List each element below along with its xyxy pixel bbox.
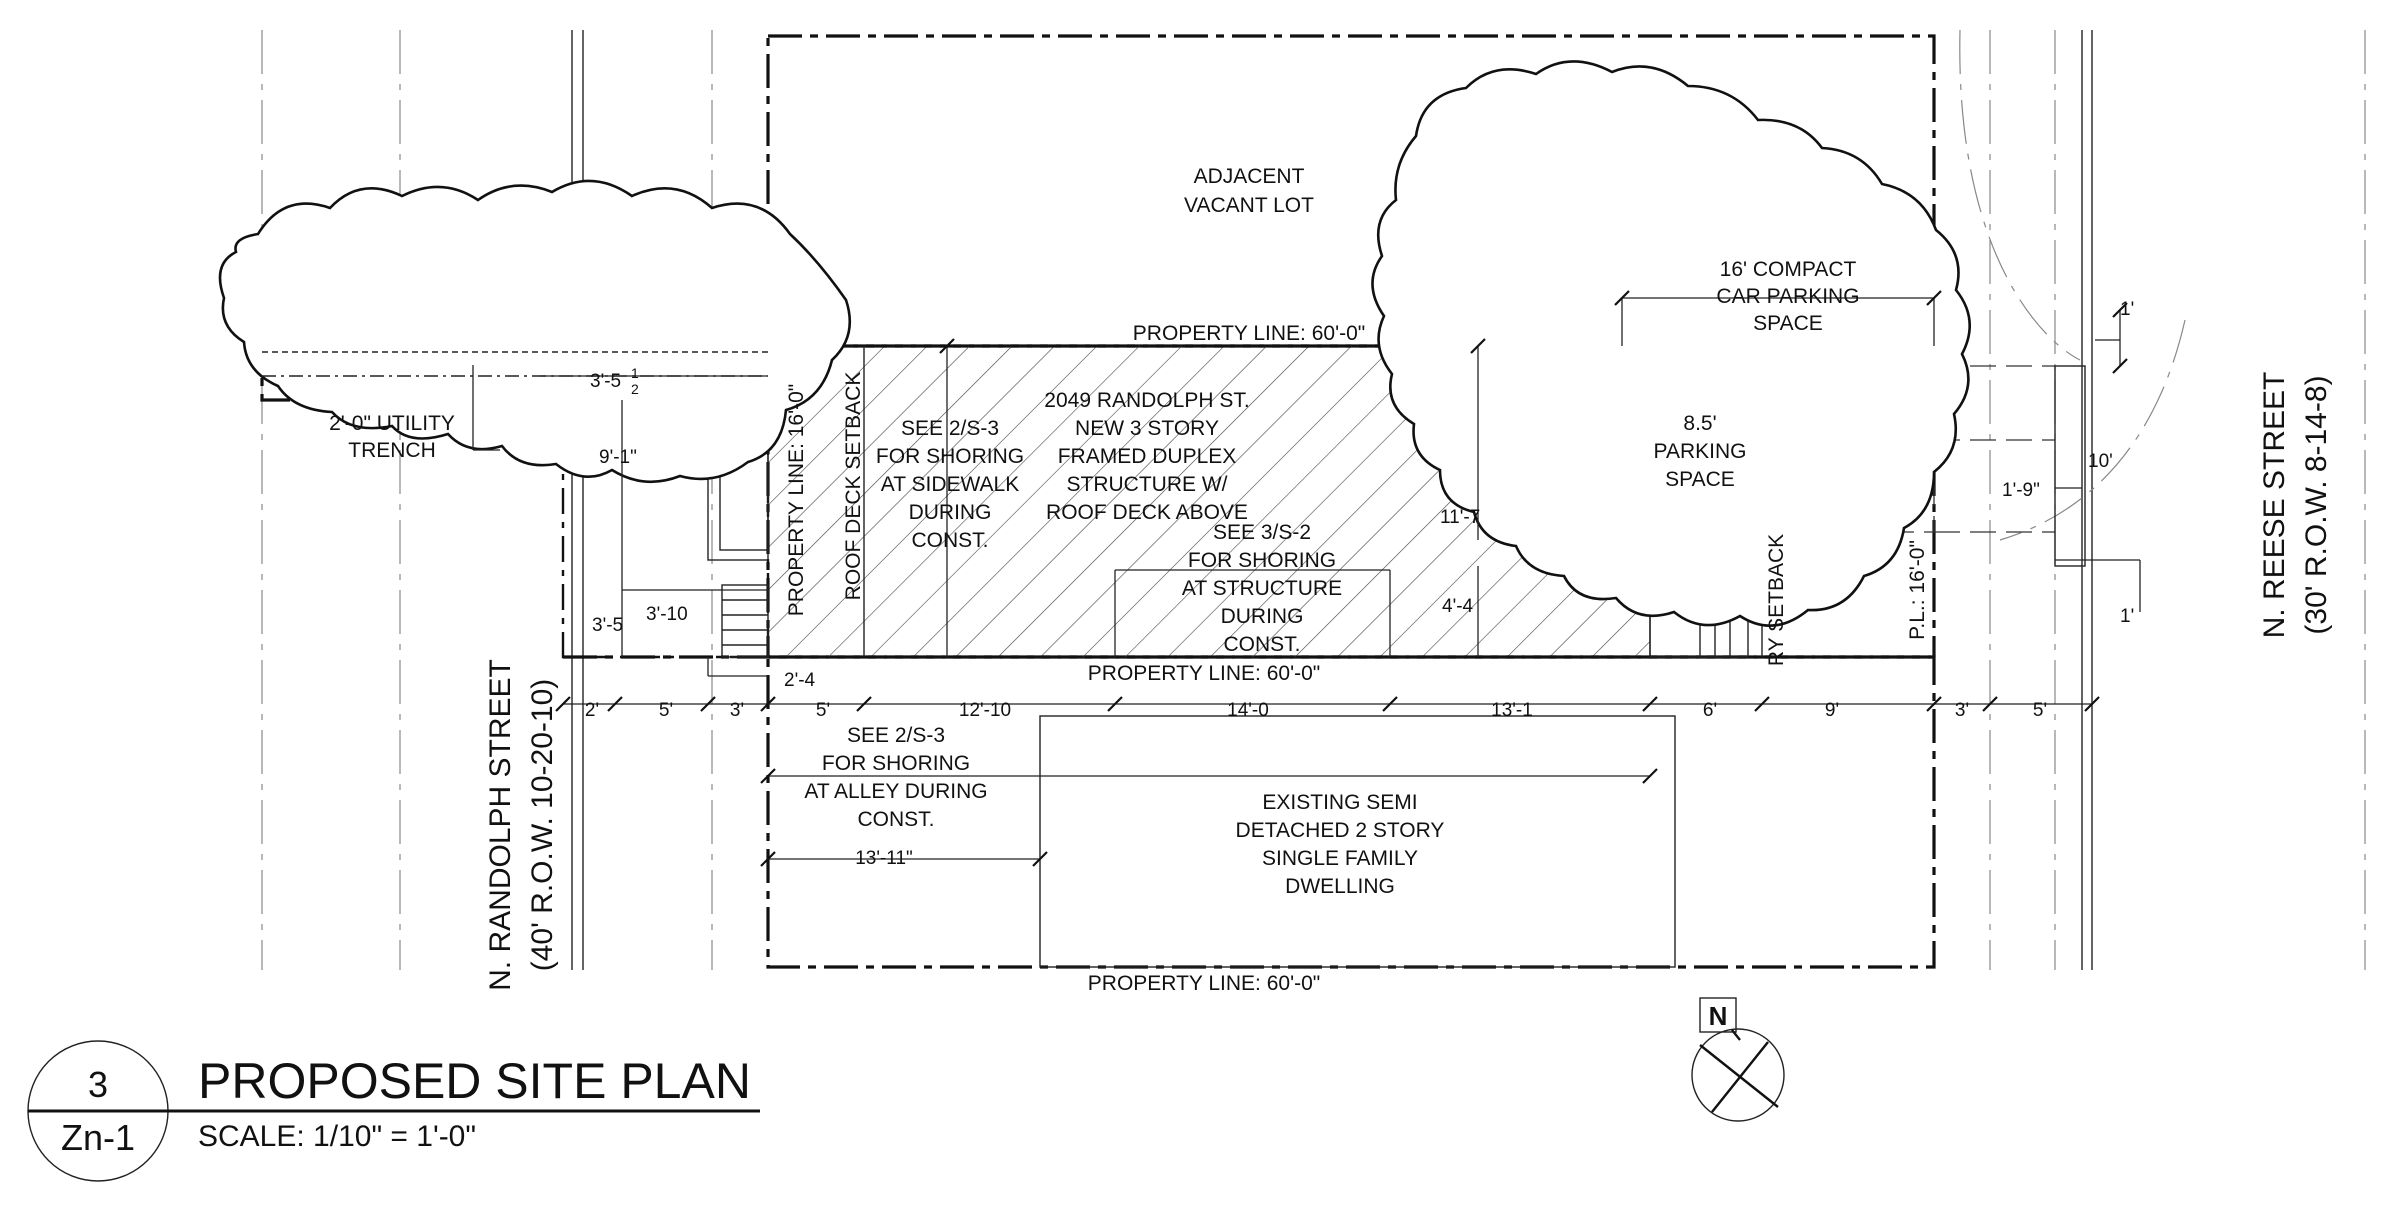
dim-string-3: 3' — [730, 700, 744, 721]
dimension-ticks — [555, 290, 2128, 867]
note-compact-parking-line-1: 16' COMPACT — [1720, 258, 1857, 281]
note-existing-dwelling-line-1: EXISTING SEMI — [1262, 791, 1417, 814]
north-arrow: N — [1691, 997, 1785, 1122]
property-line-middle: PROPERTY LINE: 60'-0" — [1088, 662, 1320, 685]
dim-3-5-half-left: 3'-5 — [592, 615, 623, 636]
title-block: 3 Zn-1 PROPOSED SITE PLAN SCALE: 1/10" =… — [27, 1040, 760, 1182]
note-parking-space-line-2: PARKING — [1654, 440, 1747, 463]
property-line-bottom: PROPERTY LINE: 60'-0" — [1088, 972, 1320, 995]
note-structure-line-5: ROOF DECK ABOVE — [1046, 501, 1248, 524]
note-parking-space-line-3: SPACE — [1665, 468, 1735, 491]
note-utility-trench-line-1: 2'-0" UTILITY — [329, 412, 455, 435]
note-existing-dwelling-line-3: SINGLE FAMILY — [1262, 847, 1418, 870]
tree-canopy-left — [218, 179, 852, 484]
sheet-number: Zn-1 — [61, 1117, 135, 1158]
note-existing-dwelling-line-4: DWELLING — [1285, 875, 1395, 898]
roof-deck-setback-label: ROOF DECK SETBACK — [842, 372, 865, 601]
right-of-way-lines — [261, 29, 2366, 970]
street-right-name: N. REESE STREET — [2258, 372, 2291, 639]
dim-4-4-half: 4'-4 — [1442, 596, 1474, 617]
note-parking-space-line-1: 8.5' — [1683, 412, 1716, 435]
dim-3-5-half-top: 3'-5 — [590, 371, 621, 392]
dim-3-10-half: 3'-10 — [646, 604, 688, 625]
dim-fraction-2: 2 — [631, 381, 639, 397]
note-adjacent-lot-line-1: ADJACENT — [1194, 165, 1305, 188]
dim-13-11: 13'-11" — [855, 848, 913, 869]
dim-9-1: 9'-1" — [599, 447, 637, 468]
note-utility-trench-line-2: TRENCH — [348, 439, 436, 462]
drawing-scale: SCALE: 1/10" = 1'-0" — [198, 1120, 476, 1153]
property-line-right: P.L.: 16'-0" — [1906, 540, 1929, 640]
note-shoring-sidewalk-line-2: FOR SHORING — [876, 445, 1024, 468]
note-structure-line-3: FRAMED DUPLEX — [1058, 445, 1237, 468]
dim-string-6: 14'-0 — [1227, 700, 1269, 721]
note-shoring-structure-line-2: FOR SHORING — [1188, 549, 1336, 572]
street-left: N. RANDOLPH STREET (40' R.O.W. 10-20-10) — [484, 659, 559, 991]
note-shoring-alley-line-3: AT ALLEY DURING — [804, 780, 987, 803]
dim-10: 10' — [2088, 451, 2113, 472]
note-shoring-structure-line-3: AT STRUCTURE — [1182, 577, 1342, 600]
note-shoring-structure-line-5: CONST. — [1223, 633, 1300, 656]
note-shoring-sidewalk-line-5: CONST. — [911, 529, 988, 552]
note-structure-line-4: STRUCTURE W/ — [1067, 473, 1228, 496]
dim-1-9: 1'-9" — [2002, 480, 2040, 501]
dim-string-2: 5' — [659, 700, 673, 721]
note-compact-parking-line-2: CAR PARKING — [1716, 285, 1859, 308]
north-arrow-label: N — [1709, 1001, 1728, 1031]
property-line-top: PROPERTY LINE: 60'-0" — [1133, 322, 1365, 345]
street-left-row: (40' R.O.W. 10-20-10) — [526, 679, 559, 972]
note-shoring-structure-line-4: DURING — [1221, 605, 1304, 628]
property-line-left: PROPERTY LINE: 16'-0" — [785, 384, 808, 616]
note-shoring-sidewalk-line-3: AT SIDEWALK — [881, 473, 1019, 496]
note-shoring-sidewalk-line-4: DURING — [909, 501, 992, 524]
existing-dwelling-footprint — [1039, 715, 1676, 968]
dim-string-5: 12'-10 — [959, 700, 1011, 721]
note-shoring-sidewalk-line-1: SEE 2/S-3 — [901, 417, 999, 440]
note-structure-line-2: NEW 3 STORY — [1075, 417, 1219, 440]
note-structure-line-1: 2049 RANDOLPH ST. — [1044, 389, 1249, 412]
detail-number: 3 — [88, 1064, 108, 1105]
note-shoring-structure-line-1: SEE 3/S-2 — [1213, 521, 1311, 544]
dim-11-7-half: 11'-7 — [1440, 507, 1480, 528]
dim-string-9: 9' — [1825, 700, 1839, 721]
dim-1-bottom: 1' — [2120, 606, 2134, 627]
dimension-text: 3'-5 1 2 9'-1" 3'-5 3'-10 2'-4 11'-7 4'-… — [585, 299, 2134, 869]
front-steps — [707, 399, 769, 658]
note-shoring-alley-line-1: SEE 2/S-3 — [847, 724, 945, 747]
note-compact-parking-line-3: SPACE — [1753, 312, 1823, 335]
dimension-lines — [472, 297, 2141, 860]
dim-string-1: 2' — [585, 700, 599, 721]
note-existing-dwelling-line-2: DETACHED 2 STORY — [1236, 819, 1445, 842]
street-right-row: (30' R.O.W. 8-14-8) — [2300, 375, 2333, 634]
note-shoring-alley-line-4: CONST. — [857, 808, 934, 831]
dim-string-10: 3' — [1955, 700, 1969, 721]
dim-1-top: 1' — [2120, 299, 2134, 320]
street-right: N. REESE STREET (30' R.O.W. 8-14-8) — [2258, 372, 2333, 639]
right-setback-label: RY SETBACK — [1765, 534, 1788, 666]
dim-2-4-half: 2'-4 — [784, 670, 816, 691]
dim-string-4: 5' — [816, 700, 830, 721]
drawing-title: PROPOSED SITE PLAN — [198, 1053, 751, 1109]
dim-string-7: 13'-1 — [1491, 700, 1533, 721]
dim-string-11: 5' — [2033, 700, 2047, 721]
dim-string-8: 6' — [1703, 700, 1717, 721]
note-shoring-alley-line-2: FOR SHORING — [822, 752, 970, 775]
note-adjacent-lot-line-2: VACANT LOT — [1184, 194, 1314, 217]
tree-canopy-right — [1371, 60, 1972, 627]
street-left-name: N. RANDOLPH STREET — [484, 659, 517, 991]
dim-fraction-1: 1 — [631, 365, 639, 381]
